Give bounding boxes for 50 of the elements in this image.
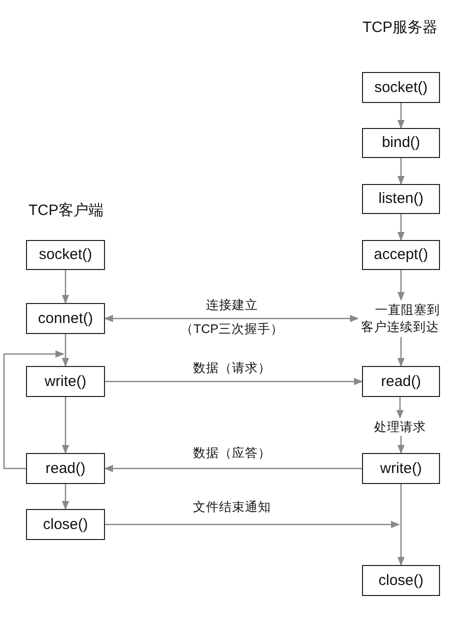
function-name: write(): [44, 372, 86, 390]
process-box: [26, 366, 105, 397]
arrow: [396, 397, 404, 419]
arrow: [105, 378, 363, 386]
function-name: socket(): [38, 246, 92, 264]
edge-label: 文件结束通知: [192, 498, 272, 514]
function-name: socket(): [374, 78, 428, 96]
function-name: bind(): [382, 134, 420, 152]
edge-label: 数据（应答）: [192, 444, 272, 460]
process-box: [362, 240, 440, 270]
function-name: write(): [380, 460, 422, 478]
arrow: [397, 436, 405, 454]
arrow: [62, 270, 70, 304]
arrow: [62, 397, 70, 454]
arrow: [62, 334, 70, 367]
arrow: [62, 484, 70, 510]
arrow: [104, 314, 359, 322]
process-box: [362, 72, 440, 103]
process-box: [362, 565, 440, 596]
process-box: [362, 128, 440, 158]
arrow: [397, 484, 405, 566]
arrow: [104, 464, 362, 472]
edge-label: 数据（请求）: [192, 360, 272, 376]
function-name: accept(): [374, 246, 428, 264]
function-name: read(): [380, 372, 421, 390]
step-note: 处理请求: [374, 418, 426, 436]
function-name: listen(): [378, 190, 424, 208]
arrow: [397, 214, 405, 241]
arrow: [3, 350, 64, 470]
arrow: [397, 103, 405, 129]
function-name: connet(): [38, 310, 94, 328]
arrow: [397, 337, 405, 367]
arrow: [397, 158, 405, 185]
process-box: [362, 184, 440, 214]
process-box: [26, 240, 105, 270]
step-note: 一直阻塞到客户连续到达: [361, 302, 441, 336]
process-box: [26, 453, 105, 484]
column-heading: TCP服务器: [362, 20, 438, 36]
arrow: [397, 270, 405, 301]
process-box: [26, 303, 105, 334]
process-box: [26, 509, 105, 540]
function-name: close(): [42, 516, 88, 534]
function-name: close(): [378, 572, 424, 590]
process-box: [362, 366, 440, 397]
arrow: [105, 520, 400, 528]
edge-label: 连接建立: [205, 296, 259, 312]
function-name: read(): [45, 460, 86, 478]
process-box: [362, 453, 440, 484]
column-heading: TCP客户端: [28, 203, 104, 219]
edge-note: （TCP三次握手）: [180, 321, 284, 337]
